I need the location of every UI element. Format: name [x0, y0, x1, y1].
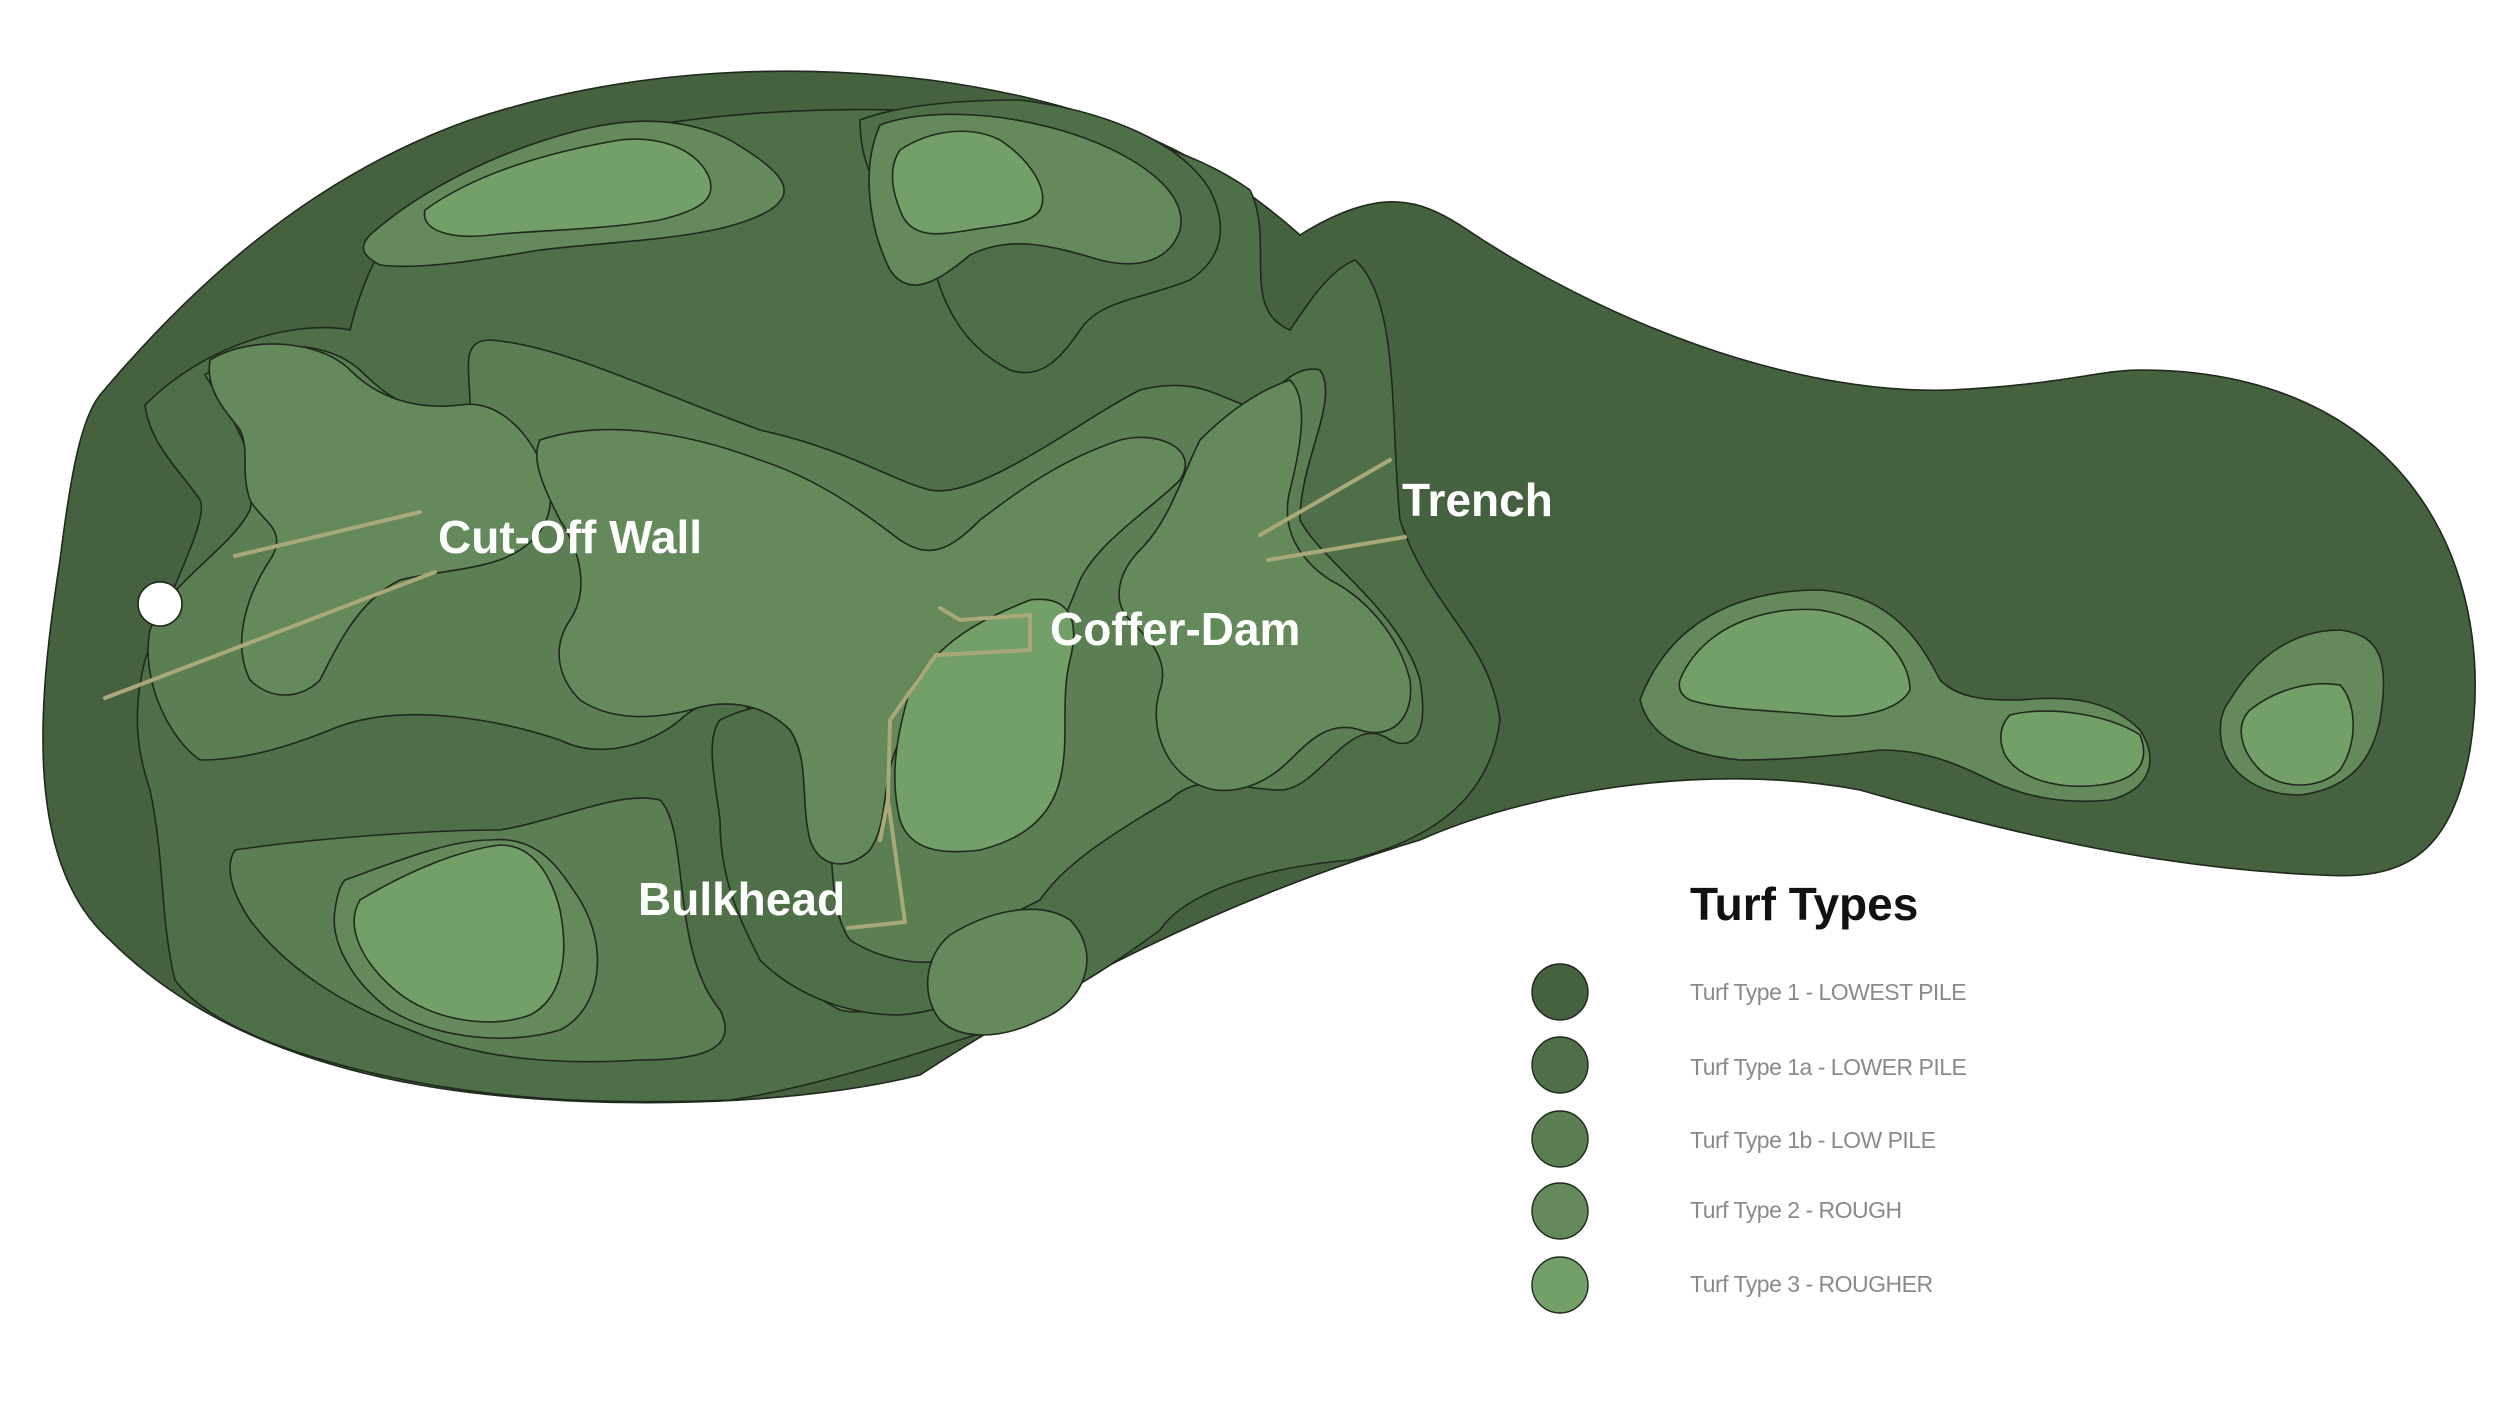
coffer-dam-line — [878, 606, 1032, 842]
cutoff-wall-line — [103, 510, 437, 700]
legend-swatch-type-3 — [1531, 1256, 1589, 1314]
bulkhead-line — [846, 798, 907, 930]
legend-swatch-type-1 — [1531, 963, 1589, 1021]
turf-zone-type-2-bottom-center — [926, 908, 1088, 1036]
legend-label-type-1: Turf Type 1 - LOWEST PILE — [1690, 979, 1966, 1005]
turf-zone-type-3-top-left — [423, 138, 712, 238]
turf-zone-type-3-far-right — [2240, 682, 2354, 786]
legend-swatch-type-2 — [1531, 1182, 1589, 1240]
turf-zone-type-3-cofferdam — [894, 598, 1075, 853]
trench-label: Trench — [1402, 474, 1553, 526]
coffer-dam-label: Coffer-Dam — [1050, 603, 1300, 655]
legend-label-type-1a: Turf Type 1a - LOWER PILE — [1690, 1054, 1967, 1080]
bulkhead-label: Bulkhead — [638, 873, 845, 925]
legend-swatch-type-1a — [1531, 1036, 1589, 1094]
legend-label-type-2: Turf Type 2 - ROUGH — [1690, 1197, 1902, 1223]
legend-swatch-type-1b — [1531, 1110, 1589, 1168]
turf-zone-type-3-bottom-left — [353, 844, 565, 1023]
turf-zone-type-2-right-center — [1118, 379, 1412, 792]
turf-zone-type-3-right-island — [1678, 608, 1911, 718]
turf-legend: Turf Types Turf Type 1 - LOWEST PILE Tur… — [1531, 878, 1967, 1314]
trench-line — [1258, 458, 1407, 562]
cutoff-wall-label: Cut-Off Wall — [438, 511, 702, 563]
turf-zone-type-3-top-right — [891, 130, 1044, 235]
legend-label-type-3: Turf Type 3 - ROUGHER — [1690, 1271, 1933, 1297]
turf-zone-type-3-right-small — [2000, 710, 2145, 788]
legend-label-type-1b: Turf Type 1b - LOW PILE — [1690, 1127, 1936, 1153]
legend-title: Turf Types — [1690, 878, 1918, 930]
hole-marker — [137, 581, 183, 627]
